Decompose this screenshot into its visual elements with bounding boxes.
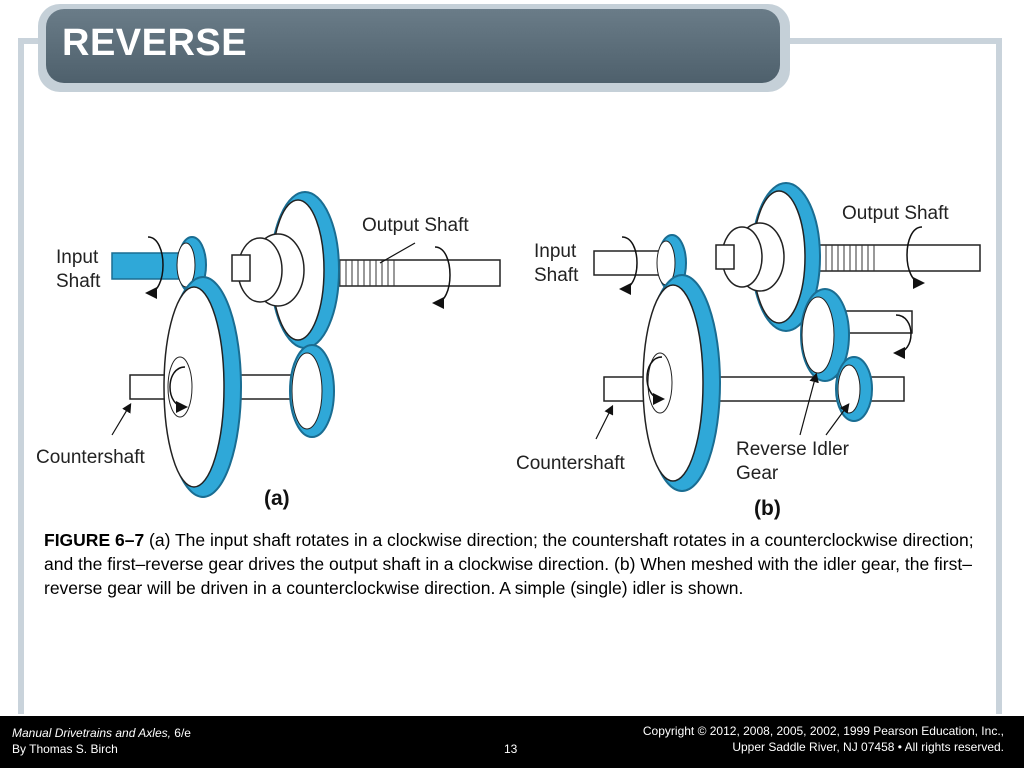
book-edition: 6/e (170, 726, 191, 740)
panel-b-idler-label-1: Reverse Idler (736, 439, 850, 460)
gear-figure: Input Shaft Output Shaft Countershaft (a… (36, 182, 981, 520)
panel-b-diagram (593, 182, 981, 492)
panel-a-input-label-1: Input (56, 247, 99, 268)
book-title: Manual Drivetrains and Axles, (12, 726, 171, 740)
caption-text: (a) The input shaft rotates in a clockwi… (44, 530, 974, 598)
panel-a-output-label: Output Shaft (362, 215, 469, 236)
slide-title: REVERSE (62, 22, 248, 64)
footer: Manual Drivetrains and Axles, 6/e By Tho… (0, 716, 1024, 768)
copyright-line-2: Upper Saddle River, NJ 07458 • All right… (732, 740, 1004, 754)
footer-book: Manual Drivetrains and Axles, 6/e (12, 726, 191, 740)
panel-a-diagram (111, 191, 501, 498)
panel-b-label: (b) (754, 497, 781, 520)
panel-a-input-label-2: Shaft (56, 271, 101, 292)
panel-a-label: (a) (264, 487, 290, 510)
figure-number: FIGURE 6–7 (44, 530, 145, 550)
panel-b-input-label-1: Input (534, 241, 577, 262)
panel-b-output-label: Output Shaft (842, 203, 949, 224)
panel-a-countershaft-label: Countershaft (36, 447, 146, 468)
panel-b-input-label-2: Shaft (534, 265, 579, 286)
figure-caption: FIGURE 6–7 (a) The input shaft rotates i… (44, 528, 974, 600)
panel-b-idler-label-2: Gear (736, 463, 779, 484)
page-number: 13 (504, 742, 518, 756)
title-bar-inner (46, 9, 780, 83)
footer-author: By Thomas S. Birch (12, 742, 118, 756)
panel-b-countershaft-label: Countershaft (516, 453, 626, 474)
copyright-line-1: Copyright © 2012, 2008, 2005, 2002, 1999… (642, 724, 1004, 738)
